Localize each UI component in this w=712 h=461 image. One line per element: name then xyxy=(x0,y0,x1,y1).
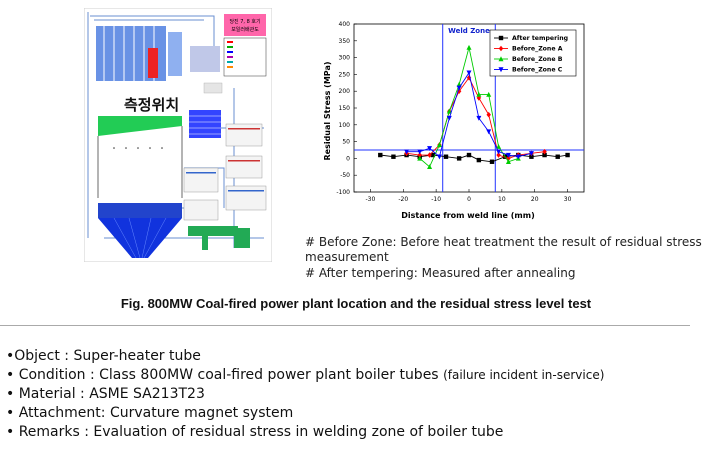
note-line-1: # Before Zone: Before heat treatment the… xyxy=(305,235,702,249)
note-line-2: measurement xyxy=(305,250,389,264)
data-point xyxy=(443,154,449,159)
figure-caption: Fig. 800MW Coal-fired power plant locati… xyxy=(120,296,592,311)
furnace-hopper xyxy=(98,218,182,258)
data-point xyxy=(476,115,482,121)
data-point xyxy=(496,152,501,158)
data-point xyxy=(555,154,560,159)
data-point xyxy=(456,156,462,161)
data-point xyxy=(404,149,410,155)
x-tick-label: -20 xyxy=(398,196,408,203)
data-point xyxy=(427,152,432,158)
x-tick-label: 20 xyxy=(531,196,539,203)
bullet-condition: • Condition : Class 800MW coal-fired pow… xyxy=(6,366,604,384)
y-tick-label: 200 xyxy=(339,88,351,95)
y-tick-label: 50 xyxy=(342,139,350,146)
bullet-text: • Material : ASME SA213T23 xyxy=(6,386,205,402)
y-axis-label: Residual Stress (MPa) xyxy=(323,61,332,160)
bullet-text: • Condition : Class 800MW coal-fired pow… xyxy=(6,367,444,383)
bullet-text: • Remarks : Evaluation of residual stres… xyxy=(6,424,504,440)
boiler-piping-diagram: 당진 7, 8 호기 보일러배관도 측정위치 xyxy=(84,8,272,262)
legend-entry: After tempering xyxy=(512,35,568,42)
bullet-remarks: • Remarks : Evaluation of residual stres… xyxy=(6,423,503,441)
x-axis-label: Distance from weld line (mm) xyxy=(401,211,535,220)
y-tick-label: 250 xyxy=(339,71,351,78)
legend-entry: Before_Zone C xyxy=(512,67,563,74)
bullet-object: •Object : Super-heater tube xyxy=(6,347,201,365)
bullet-text: •Object : Super-heater tube xyxy=(6,348,201,364)
y-tick-label: 350 xyxy=(339,38,351,45)
data-point xyxy=(466,44,472,50)
data-point xyxy=(496,149,502,155)
diagram-title-line1: 당진 7, 8 호기 xyxy=(229,18,260,25)
measure-location-label: 측정위치 xyxy=(124,96,179,114)
diagram-title-line2: 보일러배관도 xyxy=(231,26,259,33)
data-point xyxy=(505,152,511,158)
x-tick-label: -10 xyxy=(431,196,441,203)
data-point xyxy=(498,45,504,52)
y-tick-label: 0 xyxy=(346,155,350,162)
data-point xyxy=(417,155,423,161)
x-tick-label: -30 xyxy=(366,196,376,203)
data-point xyxy=(466,152,472,158)
data-point xyxy=(417,149,423,155)
data-point xyxy=(436,142,442,148)
data-point xyxy=(446,108,452,114)
y-tick-label: 300 xyxy=(339,55,351,62)
y-tick-label: 150 xyxy=(339,105,351,112)
data-point xyxy=(466,74,472,81)
data-point xyxy=(486,111,491,118)
data-point xyxy=(417,152,422,158)
data-point xyxy=(505,159,511,164)
data-point xyxy=(489,159,495,164)
data-point xyxy=(528,151,534,157)
data-point xyxy=(430,152,436,158)
data-point xyxy=(456,85,462,91)
economizer-band xyxy=(98,116,182,136)
x-tick-label: 0 xyxy=(467,196,471,203)
data-point xyxy=(446,115,452,121)
residual-stress-chart: Residual Stress (MPa) Distance from weld… xyxy=(323,21,585,220)
x-tick-label: 10 xyxy=(498,196,506,203)
data-point xyxy=(542,148,547,155)
y-tick-label: 100 xyxy=(339,122,351,129)
data-point xyxy=(515,154,521,160)
bullet-text: • Attachment: Curvature magnet system xyxy=(6,405,294,421)
data-point xyxy=(427,164,433,169)
legend-entry: Before_Zone B xyxy=(512,56,563,63)
bullet-note: (failure incident in-service) xyxy=(443,368,605,382)
data-point xyxy=(391,154,396,159)
series-line xyxy=(380,154,568,163)
data-point xyxy=(466,70,472,76)
data-point xyxy=(498,35,504,41)
x-tick-label: 30 xyxy=(564,196,572,203)
data-point xyxy=(476,91,482,97)
bullet-attachment: • Attachment: Curvature magnet system xyxy=(6,404,293,422)
data-point xyxy=(498,67,504,73)
data-point xyxy=(486,129,492,135)
y-tick-label: 400 xyxy=(339,21,351,28)
data-point xyxy=(529,154,534,159)
data-point xyxy=(565,152,570,158)
data-point xyxy=(486,91,492,97)
data-point xyxy=(496,143,502,149)
y-tick-label: -100 xyxy=(336,189,350,196)
data-point xyxy=(476,157,482,163)
note-line-3: # After tempering: Measured after anneal… xyxy=(305,266,576,280)
diagram-title-box xyxy=(224,14,266,36)
y-tick-label: -50 xyxy=(340,172,350,179)
data-point xyxy=(498,56,504,62)
data-point xyxy=(378,152,383,158)
legend-entry: Before_Zone A xyxy=(512,46,563,53)
data-point xyxy=(436,154,442,160)
bullet-material: • Material : ASME SA213T23 xyxy=(6,385,205,403)
data-point xyxy=(542,152,547,158)
weld-zone-label: Weld Zone xyxy=(448,27,490,35)
data-point xyxy=(427,146,433,152)
divider xyxy=(0,325,690,326)
